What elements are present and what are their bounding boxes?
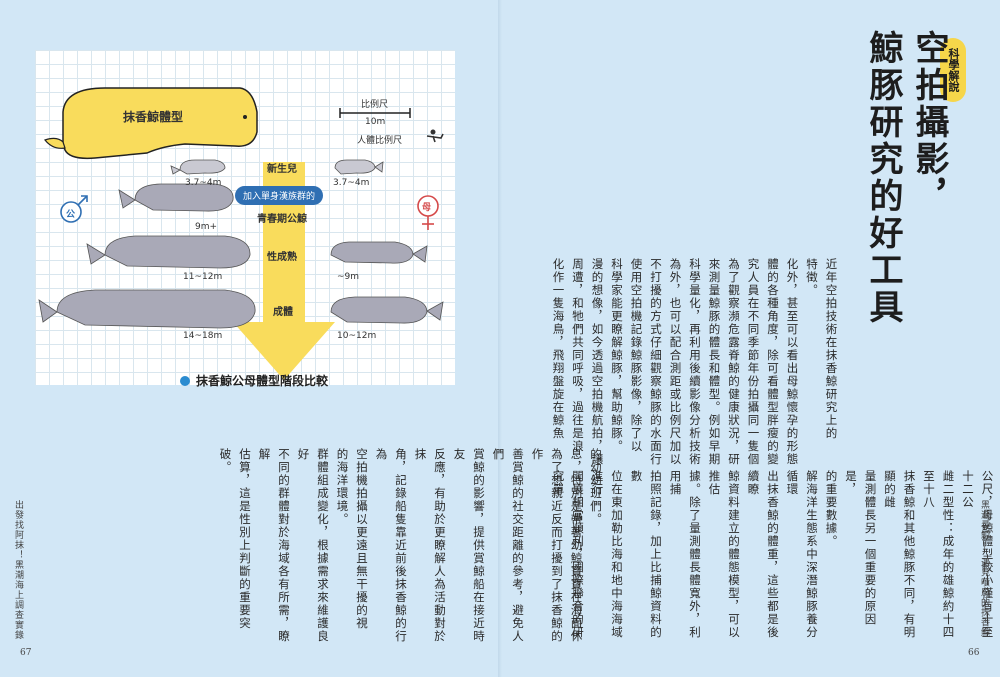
bachelor-group-bubble: 加入單身漢族群的 bbox=[235, 186, 324, 205]
text-line: 近年空拍技術在抹香鯨研究上的 bbox=[824, 258, 839, 440]
text-line: 為了想親近反而打擾到了抹香鯨的作 bbox=[530, 448, 565, 643]
growth-arrow bbox=[233, 162, 335, 380]
title-whale-eye bbox=[243, 115, 247, 119]
text-line: 不同的群體對於海域各有所需，瞭解 bbox=[257, 448, 292, 643]
female-newborn-whale bbox=[334, 159, 384, 175]
right-page-lower-text: 認定外，透過空拍提供更可信的體長推測母鯨性別，或是船上觀察者主觀尺。以往除了有幼… bbox=[548, 470, 1000, 645]
running-head-left: 出發找阿抹！黑潮海上調查實錄 bbox=[13, 500, 23, 640]
text-line: 據。除了量測體長體寬外，利用捕 bbox=[668, 470, 703, 639]
scale-value: 10m bbox=[365, 117, 386, 127]
male-mature-size: 11~12m bbox=[183, 272, 223, 282]
text-line: 的重要數據。 bbox=[824, 470, 839, 548]
text-line: 體的各種角度，除可看體型胖瘦的變 bbox=[766, 258, 780, 466]
male-adult-whale bbox=[38, 289, 256, 329]
stage-maturing: 性成熟 bbox=[267, 252, 297, 263]
female-mature-size: ~9m bbox=[337, 272, 360, 282]
text-line: 來測量鯨豚的體長和體型。例如早期 bbox=[707, 258, 722, 466]
stage-juvenile-male: 青春期公鯨 bbox=[257, 214, 307, 225]
title-whale-shape bbox=[62, 87, 258, 160]
text-line: 化外，甚至可以看出母鯨懷孕的形態 bbox=[785, 258, 800, 466]
right-page-upper-text: 近年空拍技術在抹香鯨研究上的特徵。化外，甚至可以看出母鯨懷孕的形態體的各種角度，… bbox=[548, 258, 841, 468]
female-newborn-size: 3.7~4m bbox=[333, 178, 370, 188]
text-line: 周遭，和牠們共同呼吸，過往是浪 bbox=[571, 258, 585, 453]
text-line: 反應，有助於更瞭解人為活動對於抹 bbox=[413, 448, 448, 643]
text-line: 賞鯨的影響，提供賞鯨船在接近時友 bbox=[452, 448, 487, 643]
figure-title: 抹香鯨體型 bbox=[123, 110, 184, 124]
text-line: 究人員在不同季節年份拍攝同一隻個 bbox=[746, 258, 761, 466]
female-adult-size: 10~12m bbox=[337, 331, 377, 341]
text-line: 量測體長另一個重要的原因是， bbox=[844, 470, 878, 626]
male-symbol-icon bbox=[60, 195, 88, 223]
science-badge: 科學解說 bbox=[940, 38, 966, 102]
article-title: 空拍攝影， 鯨豚研究的好工具 bbox=[860, 30, 952, 326]
female-adult-whale bbox=[330, 296, 444, 324]
text-line: 位在東加勒比海和地中海海域進行 bbox=[590, 470, 625, 639]
text-line: 鯨資料建立的體態模型，可以推估 bbox=[707, 470, 742, 639]
left-page-text: 的幼幼班們。息，特別是帶著幼鯨寶寶在海面休為了想親近反而打擾到了抹香鯨的作善賞鯨… bbox=[215, 448, 605, 643]
text-line: 拍照記錄，加上比捕鯨資料的數 bbox=[629, 470, 664, 639]
text-line: 出抹香鯨的體重，這些都是後續瞭 bbox=[746, 470, 781, 639]
text-line: 科學量化，再利用後續影像分析技術 bbox=[688, 258, 702, 466]
caption-bullet-icon bbox=[180, 375, 190, 386]
male-juvenile-whale bbox=[118, 183, 234, 212]
text-line: 化作一隻海鳥，飛翔盤旋在鯨魚 bbox=[551, 258, 566, 440]
text-line: 為外，也可以配合測距或比例尺加以 bbox=[668, 258, 683, 466]
caption-text: 抹香鯨公母體型階段比較 bbox=[196, 374, 329, 388]
text-line: 角，記錄船隻靠近前後抹香鯨的行為 bbox=[374, 448, 409, 643]
text-line: 解海洋生態系中深潛鯨豚養分循環 bbox=[785, 470, 820, 639]
whale-size-figure: 抹香鯨體型 比例尺 10m 人體比例尺 新生兒 加入單身漢族群的 青春期公鯨 性… bbox=[35, 50, 455, 385]
text-line: 科學家能更瞭解鯨豚，幫助鯨豚。 bbox=[610, 258, 624, 453]
female-label: 母 bbox=[422, 203, 432, 213]
text-line: 為了觀察瀕危露脊鯨的健康狀況，研 bbox=[727, 258, 741, 466]
human-scale-label: 人體比例尺 bbox=[357, 136, 403, 146]
text-line: 不打擾的方式仔細觀察鯨豚的水面行 bbox=[649, 258, 663, 466]
text-line: 息，特別是帶著幼鯨寶寶在海面休 bbox=[569, 448, 584, 643]
male-juvenile-size: 9m+ bbox=[195, 222, 218, 232]
figure-caption: 抹香鯨公母體型階段比較 bbox=[180, 372, 328, 389]
page-number-right: 66 bbox=[968, 648, 980, 658]
page-number-left: 67 bbox=[20, 648, 32, 658]
title-whale-tail bbox=[43, 137, 66, 149]
human-scale-icon bbox=[426, 129, 444, 143]
male-adult-size: 14~18m bbox=[183, 331, 223, 341]
text-line: 公尺，母鯨體型較小僅有十至十二公 bbox=[961, 470, 995, 639]
text-line: 使用空拍機記錄鯨豚影像，除了以 bbox=[629, 258, 644, 453]
stage-newborn: 新生兒 bbox=[267, 164, 297, 175]
text-line: 抹香鯨和其他鯨豚不同，有明顯的雌 bbox=[883, 470, 917, 639]
text-line: 開展相當順利，國際聯合的研究單 bbox=[551, 470, 586, 639]
title-line-2: 鯨豚研究的好工具 bbox=[863, 30, 903, 326]
gutter bbox=[498, 0, 502, 677]
text-line: 群體組成變化，根據需求來維護良好 bbox=[296, 448, 331, 643]
running-head-right: 黑潮尋鯨 — 遇見噴風的抹香鯨 bbox=[979, 500, 989, 638]
text-line: 漫的想像，如今透過空拍機航拍，讓 bbox=[590, 258, 605, 466]
figure-graphics bbox=[38, 87, 444, 380]
male-mature-whale bbox=[86, 235, 251, 269]
text-line: 雌二型性：成年的雄鯨約十四至十八 bbox=[922, 470, 956, 639]
text-line: 特徵。 bbox=[805, 258, 819, 297]
male-newborn-size: 3.7~4m bbox=[185, 178, 222, 188]
female-symbol-icon bbox=[417, 195, 439, 230]
male-label: 公 bbox=[66, 210, 76, 220]
female-mature-whale bbox=[330, 241, 428, 264]
title-line-1: 空拍攝影， bbox=[909, 30, 949, 215]
text-line: 空拍機拍攝以更遠且無干擾的視 bbox=[355, 448, 369, 630]
scale-label: 比例尺 bbox=[361, 100, 389, 110]
text-line: 的海洋環境。 bbox=[335, 448, 350, 526]
stage-adult: 成體 bbox=[273, 307, 293, 318]
male-newborn-whale bbox=[170, 159, 226, 175]
text-line: 善賞鯨的社交距離的參考，避免人們 bbox=[491, 448, 526, 643]
text-line: 的幼幼班們。 bbox=[589, 448, 603, 526]
text-line: 估算，這是性別上判斷的重要突破。 bbox=[218, 448, 253, 630]
